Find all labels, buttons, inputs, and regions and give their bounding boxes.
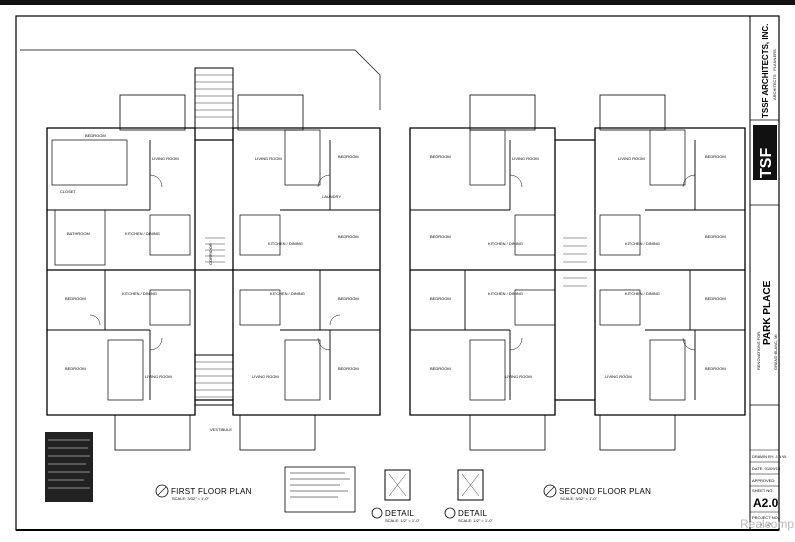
room-labels-second: BEDROOM LIVING ROOM LIVING ROOM BEDROOM … <box>430 154 726 379</box>
room-label: BEDROOM <box>338 296 359 301</box>
room-label: KITCHEN / DINING <box>122 291 157 296</box>
detail-title-1: DETAIL SCALE: 1/2" = 1'-0" <box>371 507 420 523</box>
room-label: LAUNDRY <box>322 194 341 199</box>
room-label: BEDROOM <box>705 234 726 239</box>
watermark: Realcomp <box>740 517 794 531</box>
room-label: KITCHEN / DINING <box>270 291 305 296</box>
room-label: BEDROOM <box>338 154 359 159</box>
firm-subtitle: ARCHITECTS · PLANNERS <box>772 49 777 100</box>
detail-title: DETAIL <box>458 509 487 518</box>
room-label: LIVING ROOM <box>505 374 532 379</box>
room-label: BEDROOM <box>65 296 86 301</box>
plan-scale: SCALE: 3/32" = 1'-0" <box>560 496 598 501</box>
room-label: LIVING ROOM <box>512 156 539 161</box>
room-label: BEDROOM <box>430 366 451 371</box>
room-label: BEDROOM <box>430 154 451 159</box>
room-label: BEDROOM <box>705 154 726 159</box>
room-label: BEDROOM <box>85 133 106 138</box>
detail-marker-icon <box>444 507 456 519</box>
top-frame-strip <box>0 0 795 5</box>
first-floor-plan <box>20 49 381 451</box>
room-label: CLOSET <box>60 189 77 194</box>
north-arrow-icon <box>155 484 169 498</box>
room-label: BEDROOM <box>338 234 359 239</box>
room-label: LIVING ROOM <box>152 156 179 161</box>
room-label: LIVING ROOM <box>255 156 282 161</box>
detail-drawings <box>384 469 484 501</box>
room-labels-first: BEDROOM LIVING ROOM CLOSET BATHROOM KITC… <box>60 133 359 432</box>
project-name: PARK PLACE <box>762 280 773 345</box>
sheet-no-label: SHEET NO. <box>752 488 774 493</box>
room-label: BEDROOM <box>430 234 451 239</box>
plan-title-first: FIRST FLOOR PLAN SCALE: 3/32" = 1'-0" <box>155 484 252 501</box>
detail-title-2: DETAIL SCALE: 1/2" = 1'-0" <box>444 507 493 523</box>
room-label: BEDROOM <box>65 366 86 371</box>
room-label: KITCHEN / DINING <box>625 241 660 246</box>
project-no-label: PROJECT NO. <box>752 515 779 520</box>
date-field: DATE: 01/09/15 <box>752 466 781 471</box>
room-label: BEDROOM <box>338 366 359 371</box>
logo-mark <box>753 125 777 180</box>
room-label: KITCHEN / DINING <box>125 231 160 236</box>
detail-scale: SCALE: 1/2" = 1'-0" <box>458 518 493 523</box>
title-block: TSSF ARCHITECTS, INC. ARCHITECTS · PLANN… <box>749 15 787 531</box>
room-label: VESTIBULE <box>210 427 232 432</box>
room-label: BEDROOM <box>705 366 726 371</box>
room-label: LIVING ROOM <box>605 374 632 379</box>
room-label: KITCHEN / DINING <box>625 291 660 296</box>
notes-box <box>284 466 356 513</box>
room-label: BEDROOM <box>430 296 451 301</box>
second-floor-plan <box>409 94 746 451</box>
drawn-by: DRAWN BY: J.A.W. <box>752 454 787 459</box>
plan-title: SECOND FLOOR PLAN <box>559 487 651 496</box>
detail-marker-icon <box>371 507 383 519</box>
logo-text: TSF <box>758 148 775 178</box>
approved-field: APPROVED: <box>752 478 775 483</box>
sheet-number: A2.0 <box>753 496 779 510</box>
room-label: KITCHEN / DINING <box>268 241 303 246</box>
plan-scale: SCALE: 3/32" = 1'-0" <box>172 496 210 501</box>
detail-title: DETAIL <box>385 509 414 518</box>
general-notes-block <box>45 432 93 502</box>
room-label: LIVING ROOM <box>145 374 172 379</box>
room-label: LIVING ROOM <box>252 374 279 379</box>
room-label: BATHROOM <box>67 231 90 236</box>
room-label: KITCHEN / DINING <box>488 291 523 296</box>
room-label: KITCHEN / DINING <box>488 241 523 246</box>
plan-title-second: SECOND FLOOR PLAN SCALE: 3/32" = 1'-0" <box>543 484 651 501</box>
room-label: LIVING ROOM <box>618 156 645 161</box>
project-no: 21_47 <box>760 522 772 527</box>
room-label: CORRIDOR <box>208 243 213 265</box>
project-location: GRAND BLANC, MI <box>773 334 778 370</box>
detail-scale: SCALE: 1/2" = 1'-0" <box>385 518 420 523</box>
room-label: BEDROOM <box>705 296 726 301</box>
north-arrow-icon <box>543 484 557 498</box>
firm-name: TSSF ARCHITECTS, INC. <box>761 24 770 118</box>
plan-title: FIRST FLOOR PLAN <box>171 487 252 496</box>
project-prefix: RENOVATIONS FOR: <box>756 331 761 370</box>
